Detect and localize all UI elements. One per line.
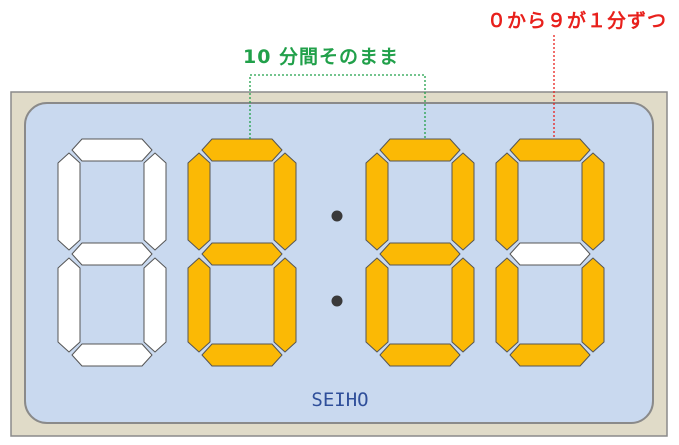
hour-ones-segment-g [201, 242, 283, 266]
minute-ones-segment-b [581, 152, 605, 251]
minute-ones-segment-f [495, 152, 519, 251]
hour-tens-segment-g [71, 242, 153, 266]
hour-ones-segment-f [187, 152, 211, 251]
hour-ones-segment-c [273, 257, 297, 353]
hour-ones-segment-d [201, 343, 283, 367]
digit-display [57, 138, 605, 367]
unchanged-digits-annotation: 10 分間そのまま [243, 46, 400, 68]
green-bracket-line [249, 74, 426, 139]
minute-tens-segment-a [379, 138, 461, 162]
colon-dot-bottom [331, 295, 343, 307]
hour-ones-segment-e [187, 257, 211, 353]
hour-tens-segment-a [71, 138, 153, 162]
hour-ones-segment-a [201, 138, 283, 162]
minute-ones-segment-c [581, 257, 605, 353]
minute-tens-segment-c [451, 257, 475, 353]
minute-ones-segment-g [509, 242, 591, 266]
clock-brand: SEIHO [311, 389, 368, 411]
hour-tens-segment-d [71, 343, 153, 367]
colon-dot-top [331, 210, 343, 222]
minute-ones-annotation: ０から９が１分ずつ [486, 10, 667, 32]
minute-ones-segment-a [509, 138, 591, 162]
hour-ones-segment-b [273, 152, 297, 251]
hour-tens-segment-e [57, 257, 81, 353]
minute-tens-segment-d [379, 343, 461, 367]
minute-ones-segment-e [495, 257, 519, 353]
minute-tens-segment-b [451, 152, 475, 251]
hour-tens-segment-b [143, 152, 167, 251]
minute-ones-segment-d [509, 343, 591, 367]
minute-tens-segment-f [365, 152, 389, 251]
minute-tens-segment-e [365, 257, 389, 353]
hour-tens-segment-f [57, 152, 81, 251]
hour-tens-segment-c [143, 257, 167, 353]
minute-tens-segment-g [379, 242, 461, 266]
